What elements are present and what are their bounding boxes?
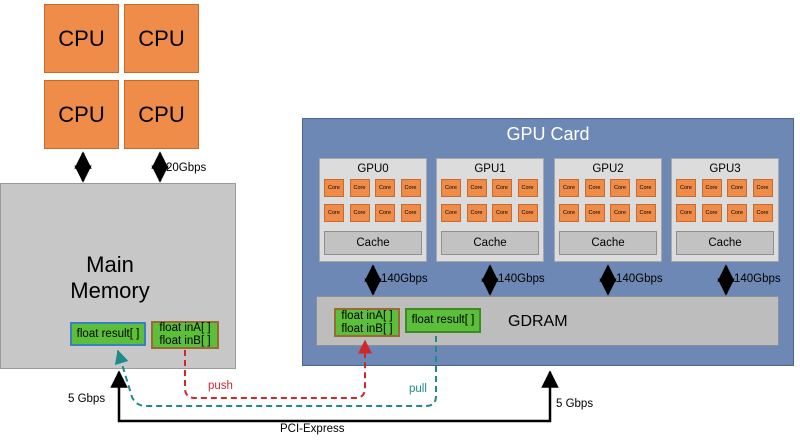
cpu-box: CPU	[44, 4, 119, 73]
gdram-label: GDRAM	[508, 313, 568, 330]
cpu-box: CPU	[44, 80, 119, 149]
core-unit: Core	[466, 204, 487, 222]
pci-express-label: PCI-Express	[280, 423, 345, 435]
core-unit: Core	[752, 204, 773, 222]
device-input-b-label: float inB[ ]	[341, 322, 393, 335]
gpu3-bandwidth-label: 140Gbps	[734, 273, 781, 285]
core-unit: Core	[375, 179, 395, 197]
main-memory-label-line1: Main	[86, 252, 134, 277]
core-unit: Core	[466, 179, 487, 197]
gpu-label: GPU0	[357, 163, 389, 175]
core-unit: Core	[584, 179, 605, 197]
gpu1-bandwidth-label: 140Gbps	[498, 273, 545, 285]
device-input-a-label: float inA[ ]	[341, 309, 393, 322]
device-result-array-label: float result[ ]	[411, 314, 475, 326]
pull-label: pull	[409, 383, 427, 395]
core-unit: Core	[349, 179, 370, 197]
core-unit: Core	[517, 204, 538, 222]
cpu-box: CPU	[124, 4, 199, 73]
core-unit: Core	[610, 204, 630, 222]
core-unit: Core	[559, 204, 579, 222]
cpu-label: CPU	[58, 25, 105, 51]
core-unit: Core	[324, 179, 344, 197]
cache-block: Cache	[441, 231, 539, 255]
core-unit: Core	[400, 204, 421, 222]
core-unit: Core	[375, 204, 395, 222]
host-pci-bandwidth-label: 5 Gbps	[68, 393, 106, 405]
gpu2-bandwidth-label: 140Gbps	[616, 273, 663, 285]
push-arrow	[184, 339, 372, 399]
core-unit: Core	[727, 204, 747, 222]
core-unit: Core	[324, 204, 344, 222]
core-unit: Core	[559, 179, 579, 197]
pull-arrow	[114, 336, 437, 407]
device-result-array: float result[ ]	[405, 308, 481, 333]
core-unit: Core	[676, 179, 696, 197]
cpu-label: CPU	[138, 25, 185, 51]
gpu-label: GPU3	[709, 163, 741, 175]
cache-block: Cache	[324, 231, 422, 255]
cpu-label: CPU	[58, 101, 105, 127]
core-unit: Core	[610, 179, 630, 197]
core-unit: Core	[676, 204, 696, 222]
core-unit: Core	[400, 179, 421, 197]
card-pci-bandwidth-label: 5 Gbps	[556, 398, 594, 410]
push-label: push	[208, 380, 233, 392]
main-memory-label: Main Memory	[40, 252, 180, 304]
cache-block: Cache	[559, 231, 657, 255]
core-unit: Core	[701, 204, 722, 222]
host-input-arrays: float inA[ ] float inB[ ]	[151, 321, 219, 349]
host-input-b-label: float inB[ ]	[159, 335, 211, 347]
core-unit: Core	[492, 179, 512, 197]
host-input-a-label: float inA[ ]	[159, 322, 211, 334]
core-unit: Core	[701, 179, 722, 197]
main-memory-label-line2: Memory	[70, 278, 150, 303]
cpu-memory-bandwidth-label: 20Gbps	[166, 162, 207, 174]
pci-express-bus	[110, 370, 559, 423]
gpu-label: GPU1	[474, 163, 506, 175]
core-unit: Core	[441, 204, 461, 222]
gpu-card-title: GPU Card	[506, 124, 590, 144]
core-unit: Core	[349, 204, 370, 222]
device-input-arrays: float inA[ ] float inB[ ]	[334, 308, 400, 337]
cpu-box: CPU	[124, 80, 199, 149]
gpu0-bandwidth-label: 140Gbps	[381, 273, 428, 285]
core-unit: Core	[517, 179, 538, 197]
cache-block: Cache	[676, 231, 774, 255]
core-unit: Core	[752, 179, 773, 197]
core-unit: Core	[727, 179, 747, 197]
host-result-array: float result[ ]	[70, 322, 146, 346]
core-unit: Core	[584, 204, 605, 222]
core-unit: Core	[635, 179, 656, 197]
gpu-label: GPU2	[592, 163, 624, 175]
host-result-array-label: float result[ ]	[76, 327, 140, 340]
cpu-label: CPU	[138, 101, 185, 127]
core-unit: Core	[492, 204, 512, 222]
core-unit: Core	[635, 204, 656, 222]
core-unit: Core	[441, 179, 461, 197]
